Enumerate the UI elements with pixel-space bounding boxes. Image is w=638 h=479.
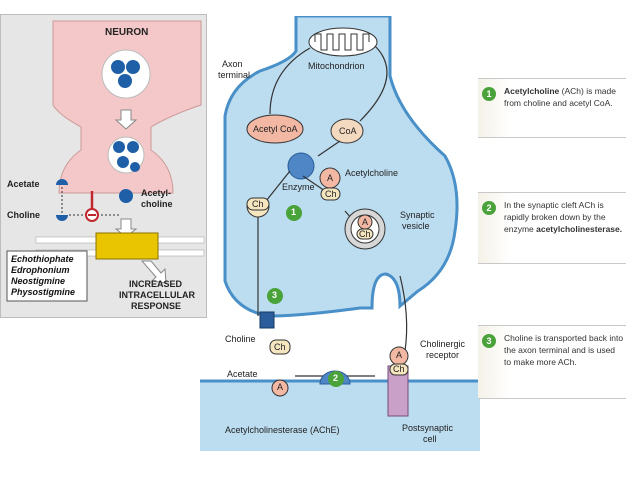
postsynaptic-label-2: cell [423,434,437,444]
ch-mark-cleft: Ch [274,342,286,352]
acetate-mark [56,179,68,185]
step-card-number-2: 2 [482,201,496,215]
enzyme-label: Enzyme [282,182,315,192]
ch-molecule-cleft [269,339,291,355]
ch-mark-terminal-ach: Ch [325,189,337,199]
mitochondrion [308,27,378,57]
step-card-3: 3 Choline is transported back into the a… [478,325,626,399]
a-mark-terminal: A [327,173,334,183]
acetyl-coa-label: Acetyl CoA [253,124,298,134]
inhibitor-box [6,250,88,302]
synapse-diagram: Axon terminal Mitochondrion Acetyl CoA C… [200,16,480,456]
ch-mark-receptor: Ch [393,364,405,374]
step-card-text-1: Acetylcholine (ACh) is made from choline… [504,86,616,108]
coa-label: CoA [339,126,357,136]
choline-label: Choline [225,334,256,344]
response-line-1: INCREASED [129,279,183,289]
step-number-3: 3 [272,290,278,300]
step-card-number-1: 1 [482,87,496,101]
step-card-1: 1 Acetylcholine (ACh) is made from choli… [478,78,626,138]
cholinergic-receptor-label-1: Cholinergic [420,339,466,349]
response-line-2: INTRACELLULAR [119,290,195,300]
a-mark-receptor: A [396,350,403,360]
neuron-diagram [6,20,205,302]
step-number-2: 2 [333,373,339,383]
choline-label: Choline [7,210,40,220]
ch-mark-vesicle: Ch [359,229,371,239]
inhibitor-4: Physostigmine [11,287,76,297]
step-card-text-2: In the synaptic cleft ACh is rapidly bro… [504,200,623,234]
a-molecule-cleft [271,379,289,397]
inhibitor-2: Edrophonium [11,265,70,275]
ach-molecule [119,189,133,203]
ache-label: Acetylcholinesterase (AChE) [225,425,340,435]
axon-terminal [223,16,459,318]
neuron-label: NEURON [105,27,149,38]
a-mark-vesicle: A [362,217,369,227]
acetylcholine-label-1: Acetyl- [141,188,172,198]
mitochondrion-label: Mitochondrion [308,61,365,71]
step-card-number-3: 3 [482,334,496,348]
down-arrow [114,109,138,130]
coa [330,118,364,144]
synaptic-vesicle-label-1: Synaptic [400,210,435,220]
acetate-label: Acetate [7,179,40,189]
acetate-label: Acetate [227,369,258,379]
synaptic-vesicle-label-2: vesicle [402,221,430,231]
step-marker-1 [286,205,302,221]
enzyme [287,152,315,180]
choline-transporter [259,311,275,329]
axon-terminal-label-2: terminal [218,70,251,80]
vesicle-cluster [101,49,151,99]
neuron-body [52,20,202,194]
acetylcholine-label: Acetylcholine [345,168,399,178]
left-panel: NEURON Acetate Choline Acetyl- choline E… [0,14,207,318]
acetyl-coa [246,114,304,144]
ch-mark-terminal: Ch [252,199,264,209]
choline-mark [56,215,68,221]
acetylcholine-label-2: choline [141,199,173,209]
response-line-3: RESPONSE [131,301,182,311]
step-marker-2 [328,371,344,387]
postsynaptic-cell [200,381,480,451]
step-marker-3 [267,288,283,304]
inhibitor-1: Echothiophate [11,254,74,264]
response-arrow [140,260,167,284]
step-card-text-3: Choline is transported back into the axo… [504,333,624,367]
inhibitor-3: Neostigmine [11,276,66,286]
cholinergic-receptor-label-2: receptor [426,350,460,360]
postsynaptic-label-1: Postsynaptic [402,423,454,433]
axon-terminal-label-1: Axon [222,59,243,69]
a-mark-cleft: A [277,382,284,392]
receptor [95,232,159,260]
step-card-2: 2 In the synaptic cleft ACh is rapidly b… [478,192,626,264]
step-number-1: 1 [291,207,297,217]
